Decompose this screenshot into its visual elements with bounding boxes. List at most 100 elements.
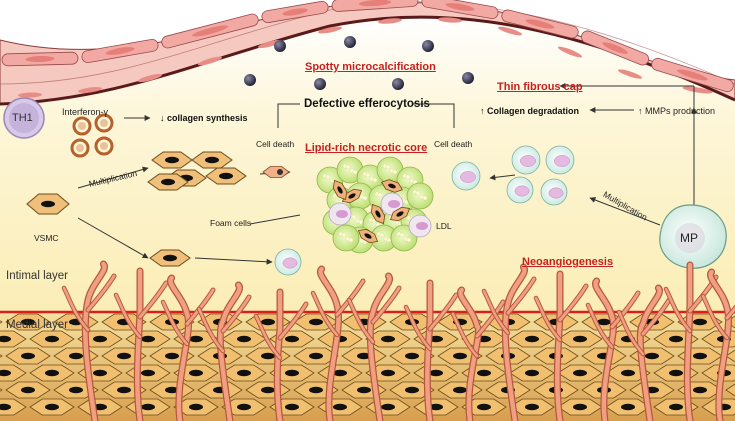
medial-cell — [269, 364, 315, 382]
capillary — [160, 274, 216, 421]
interferon-molecule — [72, 116, 92, 136]
interferon-molecule — [94, 113, 114, 133]
medial-cell — [389, 347, 435, 365]
endothelial-cell — [581, 30, 649, 66]
medial-cell — [101, 313, 147, 331]
medial-cell — [29, 364, 75, 382]
capillary — [403, 279, 459, 421]
endothelial-cell — [617, 69, 643, 79]
medial-cell — [0, 330, 27, 348]
vsmc-cell — [205, 167, 247, 185]
apoptotic-body — [408, 214, 432, 238]
vsmc-cell — [147, 173, 189, 191]
cell-death-right-label: Cell death — [434, 139, 473, 149]
medial-cell — [29, 330, 75, 348]
medial-cell — [173, 398, 219, 416]
endothelial-cell — [161, 13, 259, 49]
medial-cell — [0, 398, 27, 416]
connector-lines — [77, 83, 697, 265]
calcification — [314, 78, 326, 90]
medial-cell — [605, 364, 651, 382]
dying-vsmc — [262, 166, 290, 178]
medial-cell — [0, 354, 3, 358]
medial-cell — [293, 347, 339, 365]
capillary — [196, 281, 252, 421]
macrophage — [659, 204, 727, 269]
lipid-core-label: Lipid-rich necrotic core — [305, 142, 428, 154]
endothelial-cell — [137, 73, 163, 83]
vsmc-cell — [149, 249, 191, 267]
medial-cell — [725, 349, 735, 363]
endothelial-cell — [317, 26, 343, 34]
interferon-molecules — [70, 113, 114, 158]
th1-label: TH1 — [12, 112, 33, 124]
th1-cell — [3, 97, 45, 139]
endothelial-cell — [651, 57, 734, 93]
endothelial-cell — [197, 56, 223, 66]
capillary — [253, 288, 309, 421]
medial-cell — [197, 381, 243, 399]
foam-cell — [332, 224, 360, 252]
medial-cell — [557, 330, 603, 348]
medial-layer-label: Medial layer — [6, 319, 68, 331]
vsmc-foam-cell — [357, 228, 379, 244]
ldl-label: LDL — [436, 221, 452, 231]
capillary — [533, 270, 589, 421]
capillary — [61, 260, 117, 421]
vsmc-foam-cell — [389, 206, 411, 222]
endothelial-cell — [377, 18, 403, 24]
vsmc-cells — [26, 151, 290, 267]
medial-cell — [5, 381, 51, 399]
fibrous-cap — [0, 0, 735, 106]
endothelial-cell — [81, 38, 159, 64]
vsmc-foam-cell — [381, 179, 403, 193]
mp-label: MP — [680, 231, 698, 245]
medial-cell — [221, 398, 267, 416]
cell-death-left-label: Cell death — [256, 139, 295, 149]
vsmc-cell — [26, 193, 70, 215]
neoangiogenesis-vessels — [61, 260, 735, 421]
foam-cell — [376, 156, 404, 184]
calcification — [244, 74, 256, 86]
calcification — [422, 40, 434, 52]
endothelial-cell — [17, 92, 43, 98]
medial-cell — [557, 364, 603, 382]
medial-cell — [0, 364, 27, 382]
interferon-molecule — [94, 136, 114, 156]
interferon-molecule — [70, 138, 90, 158]
capillary — [700, 268, 735, 421]
capillary — [450, 286, 506, 421]
capillary — [346, 272, 402, 421]
endothelial-cell — [682, 86, 713, 94]
vsmc-foam-cell — [332, 179, 348, 201]
medial-cell — [5, 313, 51, 331]
capillary — [113, 267, 169, 421]
vsmc-cell — [151, 151, 193, 169]
medial-cell — [509, 398, 555, 416]
apoptotic-cell — [274, 248, 302, 276]
thin-fibrous-cap-label: Thin fibrous cap — [497, 81, 583, 93]
endothelial-cell — [261, 0, 329, 24]
medial-cell — [557, 398, 603, 416]
endothelial-cell — [1, 51, 79, 67]
calcification — [462, 72, 474, 84]
capillary — [481, 263, 537, 421]
endothelial-cell — [77, 87, 103, 93]
spotty-microcalcification-label: Spotty microcalcification — [305, 61, 436, 73]
mmps-label: ↑ MMPs production — [638, 106, 716, 116]
medial-cell — [461, 398, 507, 416]
foam-cells-label: Foam cells — [210, 218, 252, 228]
apoptotic-cell — [540, 178, 568, 206]
endothelial-cell — [497, 26, 523, 36]
medial-cell — [509, 330, 555, 348]
calcification — [344, 36, 356, 48]
apoptotic-cell — [506, 176, 534, 204]
foam-cell — [336, 156, 364, 184]
collagen-synthesis-label: ↓ collagen synthesis — [160, 113, 248, 123]
medial-cell — [0, 320, 3, 324]
medial-cell — [725, 383, 735, 397]
endothelial-cell — [557, 46, 583, 58]
microcalcification-group — [244, 36, 474, 90]
apoptotic-cell — [511, 145, 541, 175]
